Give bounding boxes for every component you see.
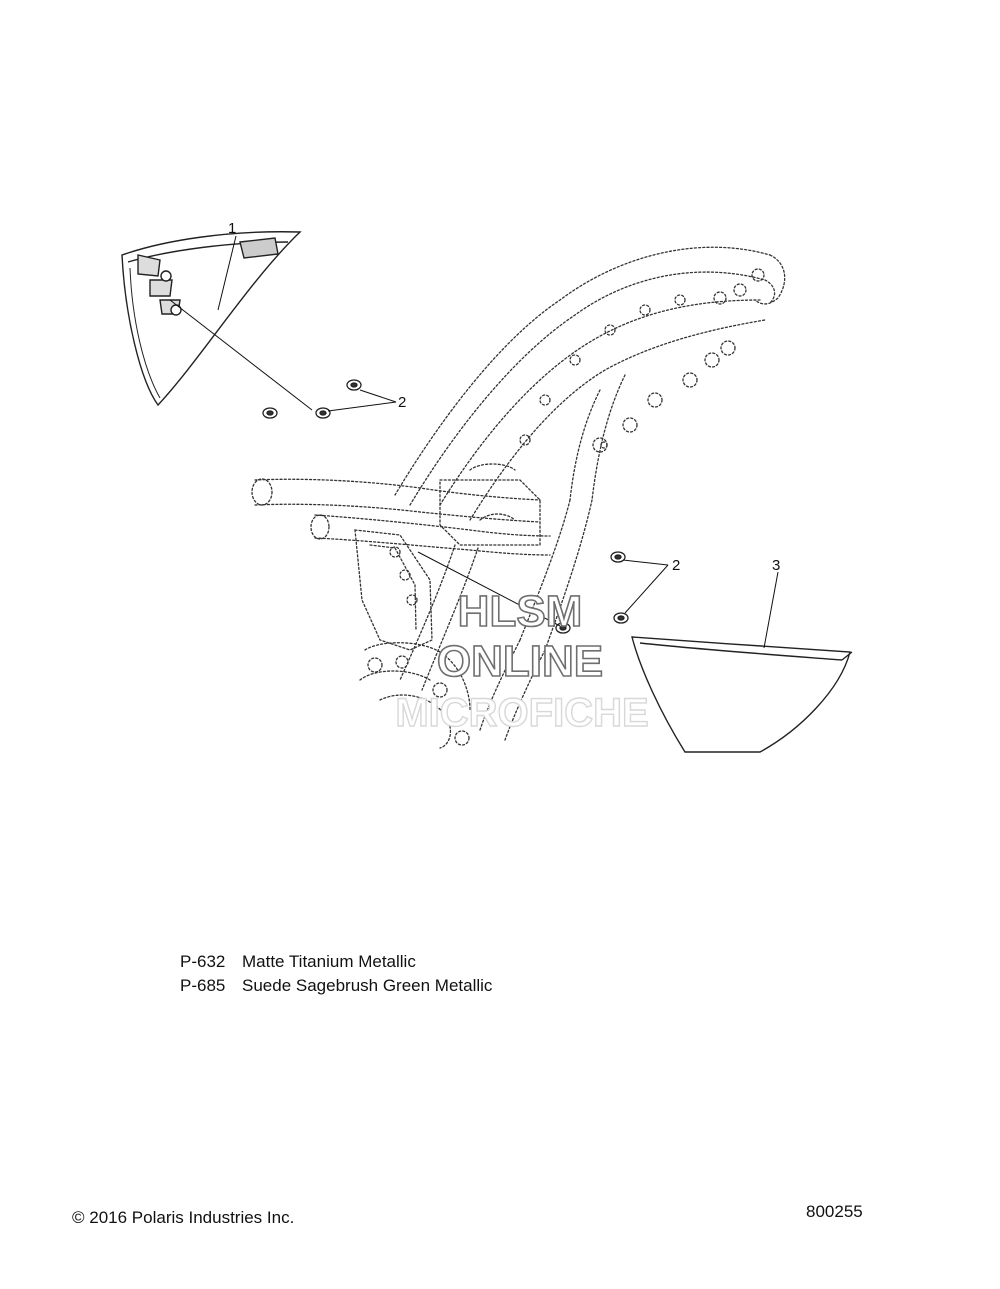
paint-legend: P-632 Matte Titanium Metallic P-685 Suede … (180, 950, 492, 998)
grommet-3 (315, 407, 331, 419)
paint-code: P-632 (180, 952, 226, 971)
paint-name: Suede Sagebrush Green Metallic (242, 976, 493, 995)
callout-3: 3 (772, 557, 780, 574)
watermark: HLSM ONLINE MICROFICHE (395, 586, 650, 736)
callout-2b: 2 (672, 557, 680, 574)
drawing-number: 800255 (806, 1202, 863, 1221)
leader-lines (169, 235, 779, 649)
watermark-line-2: ONLINE (437, 637, 603, 686)
side-cover-left (121, 231, 302, 407)
watermark-line-3: MICROFICHE (395, 691, 648, 735)
motorcycle-frame (251, 246, 786, 749)
grommet-1 (346, 379, 362, 391)
callout-2a: 2 (398, 394, 406, 411)
copyright-text: © 2016 Polaris Industries Inc. (72, 1208, 295, 1227)
callout-1: 1 (228, 220, 236, 237)
side-cover-right (631, 636, 853, 753)
paint-code: P-685 (180, 976, 226, 995)
watermark-line-1: HLSM (458, 587, 583, 636)
grommet-6 (613, 612, 629, 624)
legend-row: P-632 Matte Titanium Metallic (180, 950, 492, 974)
legend-row: P-685 Suede Sagebrush Green Metallic (180, 974, 492, 998)
grommet-2 (262, 407, 278, 419)
paint-name: Matte Titanium Metallic (242, 952, 416, 971)
grommet-4 (610, 551, 626, 563)
